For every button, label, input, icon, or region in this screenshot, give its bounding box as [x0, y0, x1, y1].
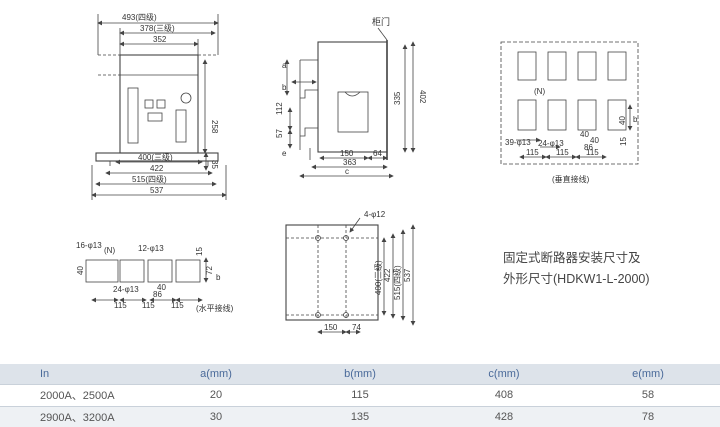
- dimension-drawing: 493(四级) 378(三级) 352 258 35 400(三级) 422 5…: [76, 12, 650, 335]
- table-header: b(mm): [288, 364, 432, 385]
- front-base-total: 537: [150, 186, 164, 195]
- hw-holes-16: 16-φ13: [76, 241, 102, 250]
- side-e: e: [282, 149, 287, 158]
- front-base-mid: 422: [150, 164, 164, 173]
- table-row: 2900A、3200A 30 135 428 78: [0, 405, 720, 427]
- diagram-title-line1: 固定式断路器安装尺寸及: [503, 250, 641, 265]
- hw-40: 40: [76, 266, 85, 275]
- vw-caption: (垂直接线): [552, 174, 590, 184]
- table-cell: 2900A、3200A: [0, 405, 144, 427]
- table-header-row: In a(mm) b(mm) c(mm) e(mm): [0, 364, 720, 385]
- table-header: a(mm): [144, 364, 288, 385]
- table-cell: 115: [288, 384, 432, 405]
- front-view: [91, 14, 227, 200]
- vw-115b: 115: [556, 148, 569, 157]
- table-cell: 30: [144, 405, 288, 427]
- vw-40a: 40: [580, 130, 589, 139]
- side-a: a: [282, 61, 287, 70]
- hw-86: 86: [153, 290, 162, 299]
- table-cell: 58: [576, 384, 720, 405]
- front-base-4pole: 515(四级): [132, 174, 167, 184]
- table-cell: 408: [432, 384, 576, 405]
- front-width-body: 352: [153, 35, 167, 44]
- side-b: b: [282, 83, 287, 92]
- side-335: 335: [393, 91, 402, 105]
- hw-72: 72: [205, 266, 214, 275]
- bv-422: 422: [383, 268, 392, 282]
- bottom-view: [285, 217, 416, 335]
- hw-n-label: (N): [104, 246, 115, 255]
- table-cell: 428: [432, 405, 576, 427]
- hw-holes-12: 12-φ13: [138, 244, 164, 253]
- side-c: c: [345, 167, 349, 176]
- hw-115c: 115: [171, 301, 184, 310]
- bv-400: 400(三级): [373, 260, 383, 295]
- front-height-base: 35: [210, 160, 219, 169]
- side-view: [284, 27, 416, 179]
- table-cell: 135: [288, 405, 432, 427]
- table-header: c(mm): [432, 364, 576, 385]
- side-112: 112: [275, 102, 284, 115]
- vertical-wiring-view: [500, 41, 639, 165]
- vw-115a: 115: [526, 148, 539, 157]
- side-363: 363: [343, 158, 357, 167]
- hw-holes-24: 24-φ13: [113, 285, 139, 294]
- bv-150: 150: [324, 323, 338, 332]
- bv-537: 537: [403, 268, 412, 282]
- vw-n-label: (N): [534, 87, 545, 96]
- bv-holes: 4-φ12: [364, 210, 386, 219]
- table-cell: 2000A、2500A: [0, 384, 144, 405]
- table-row: 2000A、2500A 20 115 408 58: [0, 384, 720, 405]
- front-base-3pole: 400(三级): [138, 152, 173, 162]
- vw-115c: 115: [586, 148, 599, 157]
- door-label: 柜门: [372, 16, 390, 27]
- front-height-body: 258: [210, 120, 219, 134]
- side-64: 64: [373, 149, 382, 158]
- side-402: 402: [418, 90, 427, 104]
- vw-40b: 40: [590, 136, 599, 145]
- hw-caption: (水平接线): [196, 303, 234, 313]
- side-150: 150: [340, 149, 354, 158]
- spec-table: In a(mm) b(mm) c(mm) e(mm) 2000A、2500A 2…: [0, 364, 720, 427]
- vw-86: 86: [584, 143, 593, 152]
- table-header: e(mm): [576, 364, 720, 385]
- vw-15a: 15: [619, 137, 628, 146]
- table-cell: 78: [576, 405, 720, 427]
- horizontal-wiring-view: [85, 257, 209, 303]
- hw-115b: 115: [142, 301, 155, 310]
- hw-b: b: [216, 273, 221, 282]
- bv-74: 74: [352, 323, 361, 332]
- hw-115a: 115: [114, 301, 127, 310]
- table-header: In: [0, 364, 144, 385]
- front-width-4pole: 493(四级): [122, 12, 157, 22]
- table-cell: 20: [144, 384, 288, 405]
- vw-holes-24: 24-φ13: [538, 139, 564, 148]
- bv-515: 515(四级): [392, 265, 402, 300]
- vw-holes-39: 39-φ13: [505, 138, 531, 147]
- front-width-3pole: 378(三级): [140, 23, 175, 33]
- diagram-title-line2: 外形尺寸(HDKW1-L-2000): [503, 272, 650, 286]
- vw-b: b: [633, 115, 638, 124]
- side-57: 57: [275, 129, 284, 138]
- hw-40b: 40: [157, 283, 166, 292]
- vw-40-side: 40: [618, 116, 627, 125]
- hw-15: 15: [195, 247, 204, 256]
